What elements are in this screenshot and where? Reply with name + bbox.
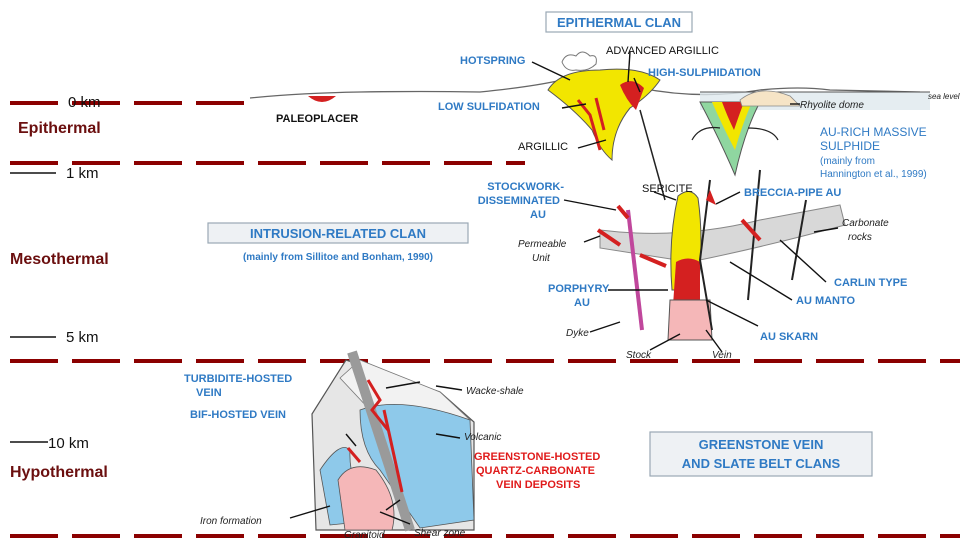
stock-body [668,300,712,340]
greenstone-clan-title-2: AND SLATE BELT CLANS [682,456,841,471]
label-granitoid: Granitoid [344,530,385,541]
epithermal-clan-box: EPITHERMAL CLAN [546,12,692,32]
depth-5km: 5 km [66,329,99,346]
label-carbonate-2: rocks [848,232,872,243]
depth-0km: 0 km [68,94,101,111]
label-stockwork-2: DISSEMINATED [478,195,560,207]
label-greenstone-hosted-1: GREENSTONE-HOSTED [474,451,600,463]
label-porphyry-2: AU [574,297,590,309]
hotspring-cloud [562,52,596,70]
label-permeable: Permeable [518,239,567,250]
label-au-manto: AU MANTO [796,295,856,307]
label-bif-hosted: BIF-HOSTED VEIN [190,409,286,421]
greenstone-clan-title-1: GREENSTONE VEIN [699,437,824,452]
zone-mesothermal: Mesothermal [10,251,109,268]
label-breccia-pipe: BRECCIA-PIPE AU [744,187,841,199]
zone-hypothermal: Hypothermal [10,464,108,481]
label-au-skarn: AU SKARN [760,331,818,343]
label-carlin-type: CARLIN TYPE [834,277,907,289]
label-turbidite-2: VEIN [196,387,222,399]
intrusion-clan-title: INTRUSION-RELATED CLAN [250,226,426,241]
hypothermal-block [312,352,474,530]
label-au-massive-4: Hannington et al., 1999) [820,169,927,180]
label-low-sulfidation: LOW SULFIDATION [438,101,540,113]
paleoplacer-shape [308,96,336,102]
label-sericite: SERICITE [642,183,693,195]
label-carbonate-1: Carbonate [842,218,889,229]
label-au-massive-2: SULPHIDE [820,139,880,153]
label-stock: Stock [626,350,652,361]
label-hotspring: HOTSPRING [460,55,525,67]
label-vein: Vein [712,350,732,361]
label-stockwork-1: STOCKWORK- [487,181,564,193]
label-au-massive-1: AU-RICH MASSIVE [820,125,927,139]
depth-10km: 10 km [48,435,89,452]
epithermal-clan-title: EPITHERMAL CLAN [557,15,681,30]
label-rhyolite-dome: Rhyolite dome [800,100,864,111]
label-au-massive-3: (mainly from [820,156,875,167]
depth-scale: 0 km 1 km 5 km 10 km [10,94,101,452]
intrusion-clan-box: INTRUSION-RELATED CLAN (mainly from Sill… [208,223,468,263]
label-porphyry-1: PORPHYRY [548,283,610,295]
label-stockwork-3: AU [530,209,546,221]
label-paleoplacer: PALEOPLACER [276,113,358,125]
label-wacke-shale: Wacke-shale [466,386,524,397]
depth-1km: 1 km [66,165,99,182]
label-greenstone-hosted-2: QUARTZ-CARBONATE [476,465,595,477]
dyke [628,210,642,330]
greenstone-clan-box: GREENSTONE VEIN AND SLATE BELT CLANS [650,432,872,476]
intrusion-clan-source: (mainly from Sillitoe and Bonham, 1990) [243,252,433,263]
label-high-sulphidation: HIGH-SULPHIDATION [648,67,761,79]
label-sea-level: sea level [928,92,960,101]
label-dyke: Dyke [566,328,589,339]
label-advanced-argillic: ADVANCED ARGILLIC [606,45,719,57]
label-unit: Unit [532,253,551,264]
label-shear-zone: Shear zone [414,528,466,539]
zone-epithermal: Epithermal [18,120,101,137]
label-turbidite-1: TURBIDITE-HOSTED [184,373,292,385]
label-iron-formation: Iron formation [200,516,262,527]
label-volcanic: Volcanic [464,432,501,443]
label-greenstone-hosted-3: VEIN DEPOSITS [496,479,580,491]
carbonate-band [600,205,845,262]
label-argillic: ARGILLIC [518,141,568,153]
